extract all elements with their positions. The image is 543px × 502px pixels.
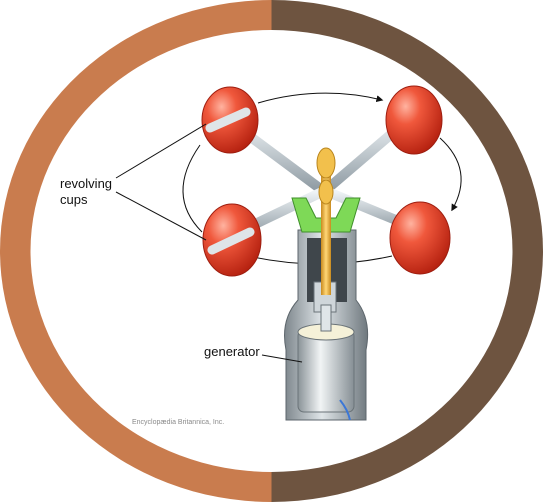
generator-shaft (320, 304, 332, 332)
yellow-hub-top (316, 147, 336, 179)
generator-body (297, 329, 355, 413)
rotation-path (182, 92, 462, 265)
rotation-arrow-left (182, 144, 203, 233)
cup-bottom-right (389, 201, 451, 275)
cup-bottom-left (202, 203, 262, 277)
credit-text: Encyclopædia Britannica, Inc. (132, 419, 224, 426)
cup-top-left (201, 86, 259, 154)
cups (201, 85, 451, 277)
label-revolving: revolving (60, 176, 112, 191)
yellow-shaft (321, 170, 331, 295)
rotation-arrow-top (257, 92, 384, 104)
hub-assembly (291, 147, 361, 295)
yellow-hub-mid (318, 179, 334, 205)
annotations: revolving cups generator Encyclopædia Br… (60, 123, 303, 426)
leader-generator (261, 354, 303, 363)
label-generator: generator (204, 344, 260, 359)
wire-blue (339, 399, 351, 421)
green-bracket (291, 197, 361, 233)
leader-cups-upper (115, 123, 207, 179)
leader-cups-lower (115, 191, 207, 241)
label-cups: cups (60, 192, 88, 207)
rotation-arrow-right (439, 137, 462, 212)
cup-top-right (385, 85, 443, 155)
